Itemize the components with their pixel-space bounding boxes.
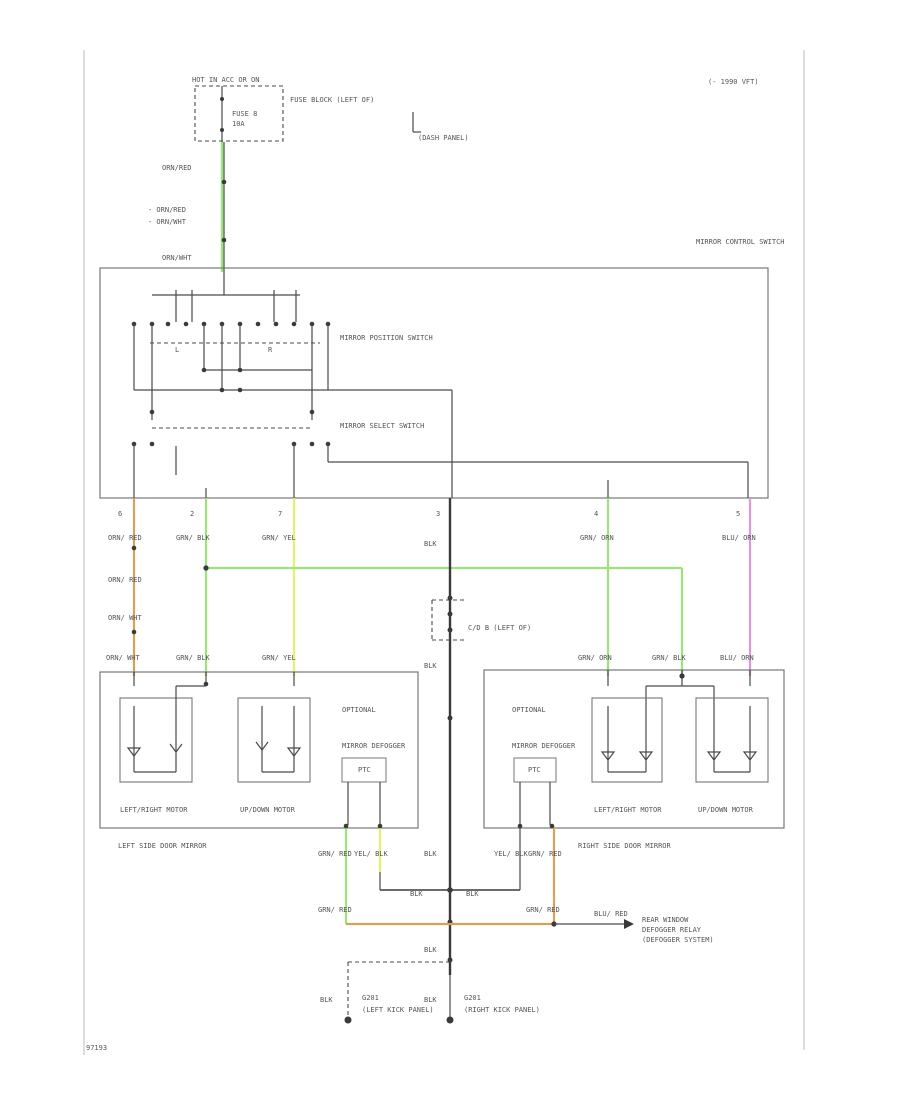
wire-label-r-grn-orn: GRN/ ORN xyxy=(578,654,612,662)
wire-label-blk-mid: BLK xyxy=(424,662,437,670)
left-optional-label: OPTIONAL xyxy=(342,706,376,714)
right-lr-motor-label: LEFT/RIGHT MOTOR xyxy=(594,806,662,814)
left-side-door-mirror: LEFT/RIGHT MOTOR UP/DOWN MOTOR OPTIONAL … xyxy=(99,671,419,829)
right-side-door-mirror: LEFT/RIGHT MOTOR UP/DOWN MOTOR OPTIONAL … xyxy=(483,669,785,829)
wire-label-br-yel-blk: YEL/ BLK xyxy=(494,850,529,858)
fuse-block-label: FUSE BLOCK (LEFT OF) xyxy=(290,96,374,104)
wire-label-blk-down: BLK xyxy=(424,946,437,954)
wire-label-c6b: ORN/ RED xyxy=(108,576,142,584)
right-mirror-title: RIGHT SIDE DOOR MIRROR xyxy=(578,842,672,850)
wire-label-l-orn-wht: ORN/ WHT xyxy=(106,654,141,662)
pin-5: 5 xyxy=(736,510,740,518)
wire-label-blk-g2: BLK xyxy=(424,996,437,1004)
fuse-name: FUSE 8 xyxy=(232,110,257,118)
wire-label-grn-red-low: GRN/ RED xyxy=(318,906,352,914)
wire-label-c3: BLK xyxy=(424,540,437,548)
wire-label-c6c: ORN/ WHT xyxy=(108,614,143,622)
wire-label-blk-g1: BLK xyxy=(320,996,333,1004)
destination-line2: DEFOGGER RELAY xyxy=(642,926,702,934)
pin-4: 4 xyxy=(594,510,598,518)
wire-label-blu-ryy: BLU/ RED xyxy=(594,910,628,918)
left-defogger-label: MIRROR DEFOGGER xyxy=(342,742,406,750)
feed-wire-label-2b: - ORN/WHT xyxy=(148,218,187,226)
pin-7: 7 xyxy=(278,510,282,518)
wire-label-r-blu-orn: BLU/ ORN xyxy=(720,654,754,662)
feed-wire-label-3: ORN/WHT xyxy=(162,254,192,262)
ground-g201-right-symbol xyxy=(446,1016,454,1024)
ground-g1-id: G201 xyxy=(362,994,379,1002)
pin-6: 6 xyxy=(118,510,122,518)
wire-label-br-grn-red: GRN/ RED xyxy=(528,850,562,858)
right-defogger-label: MIRROR DEFOGGER xyxy=(512,742,576,750)
wire-label-l-grn-yel: GRN/ YEL xyxy=(262,654,296,662)
wire-label-c5: BLU/ ORN xyxy=(722,534,756,542)
wire-label-c7: GRN/ YEL xyxy=(262,534,296,542)
destination-line3: (DEFOGGER SYSTEM) xyxy=(642,936,714,944)
ground-g1-desc: (LEFT KICK PANEL) xyxy=(362,1006,434,1014)
right-ud-motor-label: UP/DOWN MOTOR xyxy=(698,806,754,814)
destination-line1: REAR WINDOW xyxy=(642,916,689,924)
pin-3: 3 xyxy=(436,510,440,518)
right-ptc-label: PTC xyxy=(528,766,541,774)
wire-label-c4: GRN/ ORN xyxy=(580,534,614,542)
left-mirror-title: LEFT SIDE DOOR MIRROR xyxy=(118,842,207,850)
left-ptc-label: PTC xyxy=(358,766,371,774)
fuse-block: FUSE 8 10A FUSE BLOCK (LEFT OF) (DASH PA… xyxy=(194,85,469,142)
hot-in-label: HOT IN ACC OR ON xyxy=(192,76,259,84)
right-defogger-element xyxy=(513,757,557,783)
pos-l-label: L xyxy=(175,346,179,354)
position-switch-label: MIRROR POSITION SWITCH xyxy=(340,334,433,342)
feed-wire-label-1: ORN/RED xyxy=(162,164,192,172)
mirror-control-switch: MIRROR CONTROL SWITCH MIRROR POSITION SW… xyxy=(99,238,785,499)
wire-label-grn-red-low2: GRN/ RED xyxy=(526,906,560,914)
right-optional-label: OPTIONAL xyxy=(512,706,546,714)
ground-g201-left-symbol xyxy=(344,1016,352,1024)
ground-g2-desc: (RIGHT KICK PANEL) xyxy=(464,1006,540,1014)
wire-label-c6: ORN/ RED xyxy=(108,534,142,542)
wire-label-bl-grn-red: GRN/ RED xyxy=(318,850,352,858)
left-defogger-element xyxy=(341,757,387,783)
fuse-rating: 10A xyxy=(232,120,245,128)
wire-label-blk-h2: BLK xyxy=(466,890,479,898)
splice-label: C/D B (LEFT OF) xyxy=(468,624,531,632)
wire-label-bl-yel-blk: YEL/ BLK xyxy=(354,850,389,858)
ground-g2-id: G201 xyxy=(464,994,481,1002)
left-lr-motor-label: LEFT/RIGHT MOTOR xyxy=(120,806,188,814)
wire-label-c2: GRN/ BLK xyxy=(176,534,211,542)
arrow-to-defogger xyxy=(624,919,634,929)
year-note: (- 1990 VFT) xyxy=(708,78,759,86)
left-ud-motor-label: UP/DOWN MOTOR xyxy=(240,806,296,814)
pos-r-label: R xyxy=(268,346,273,354)
left-lr-motor xyxy=(119,697,193,783)
feed-wire-label-2a: - ORN/RED xyxy=(148,206,186,214)
wire-label-blk-h1: BLK xyxy=(410,890,423,898)
page-id: 97193 xyxy=(86,1044,107,1052)
control-switch-title: MIRROR CONTROL SWITCH xyxy=(696,238,785,246)
wire-label-blk-lower: BLK xyxy=(424,850,437,858)
right-ud-motor xyxy=(695,697,769,783)
wire-label-r-grn-blk: GRN/ BLK xyxy=(652,654,687,662)
left-ud-motor xyxy=(237,697,311,783)
select-switch-label: MIRROR SELECT SWITCH xyxy=(340,422,424,430)
wire-label-l-grn-blk: GRN/ BLK xyxy=(176,654,211,662)
right-lr-motor xyxy=(591,697,663,783)
dash-panel-label: (DASH PANEL) xyxy=(418,134,469,142)
pin-2: 2 xyxy=(190,510,194,518)
